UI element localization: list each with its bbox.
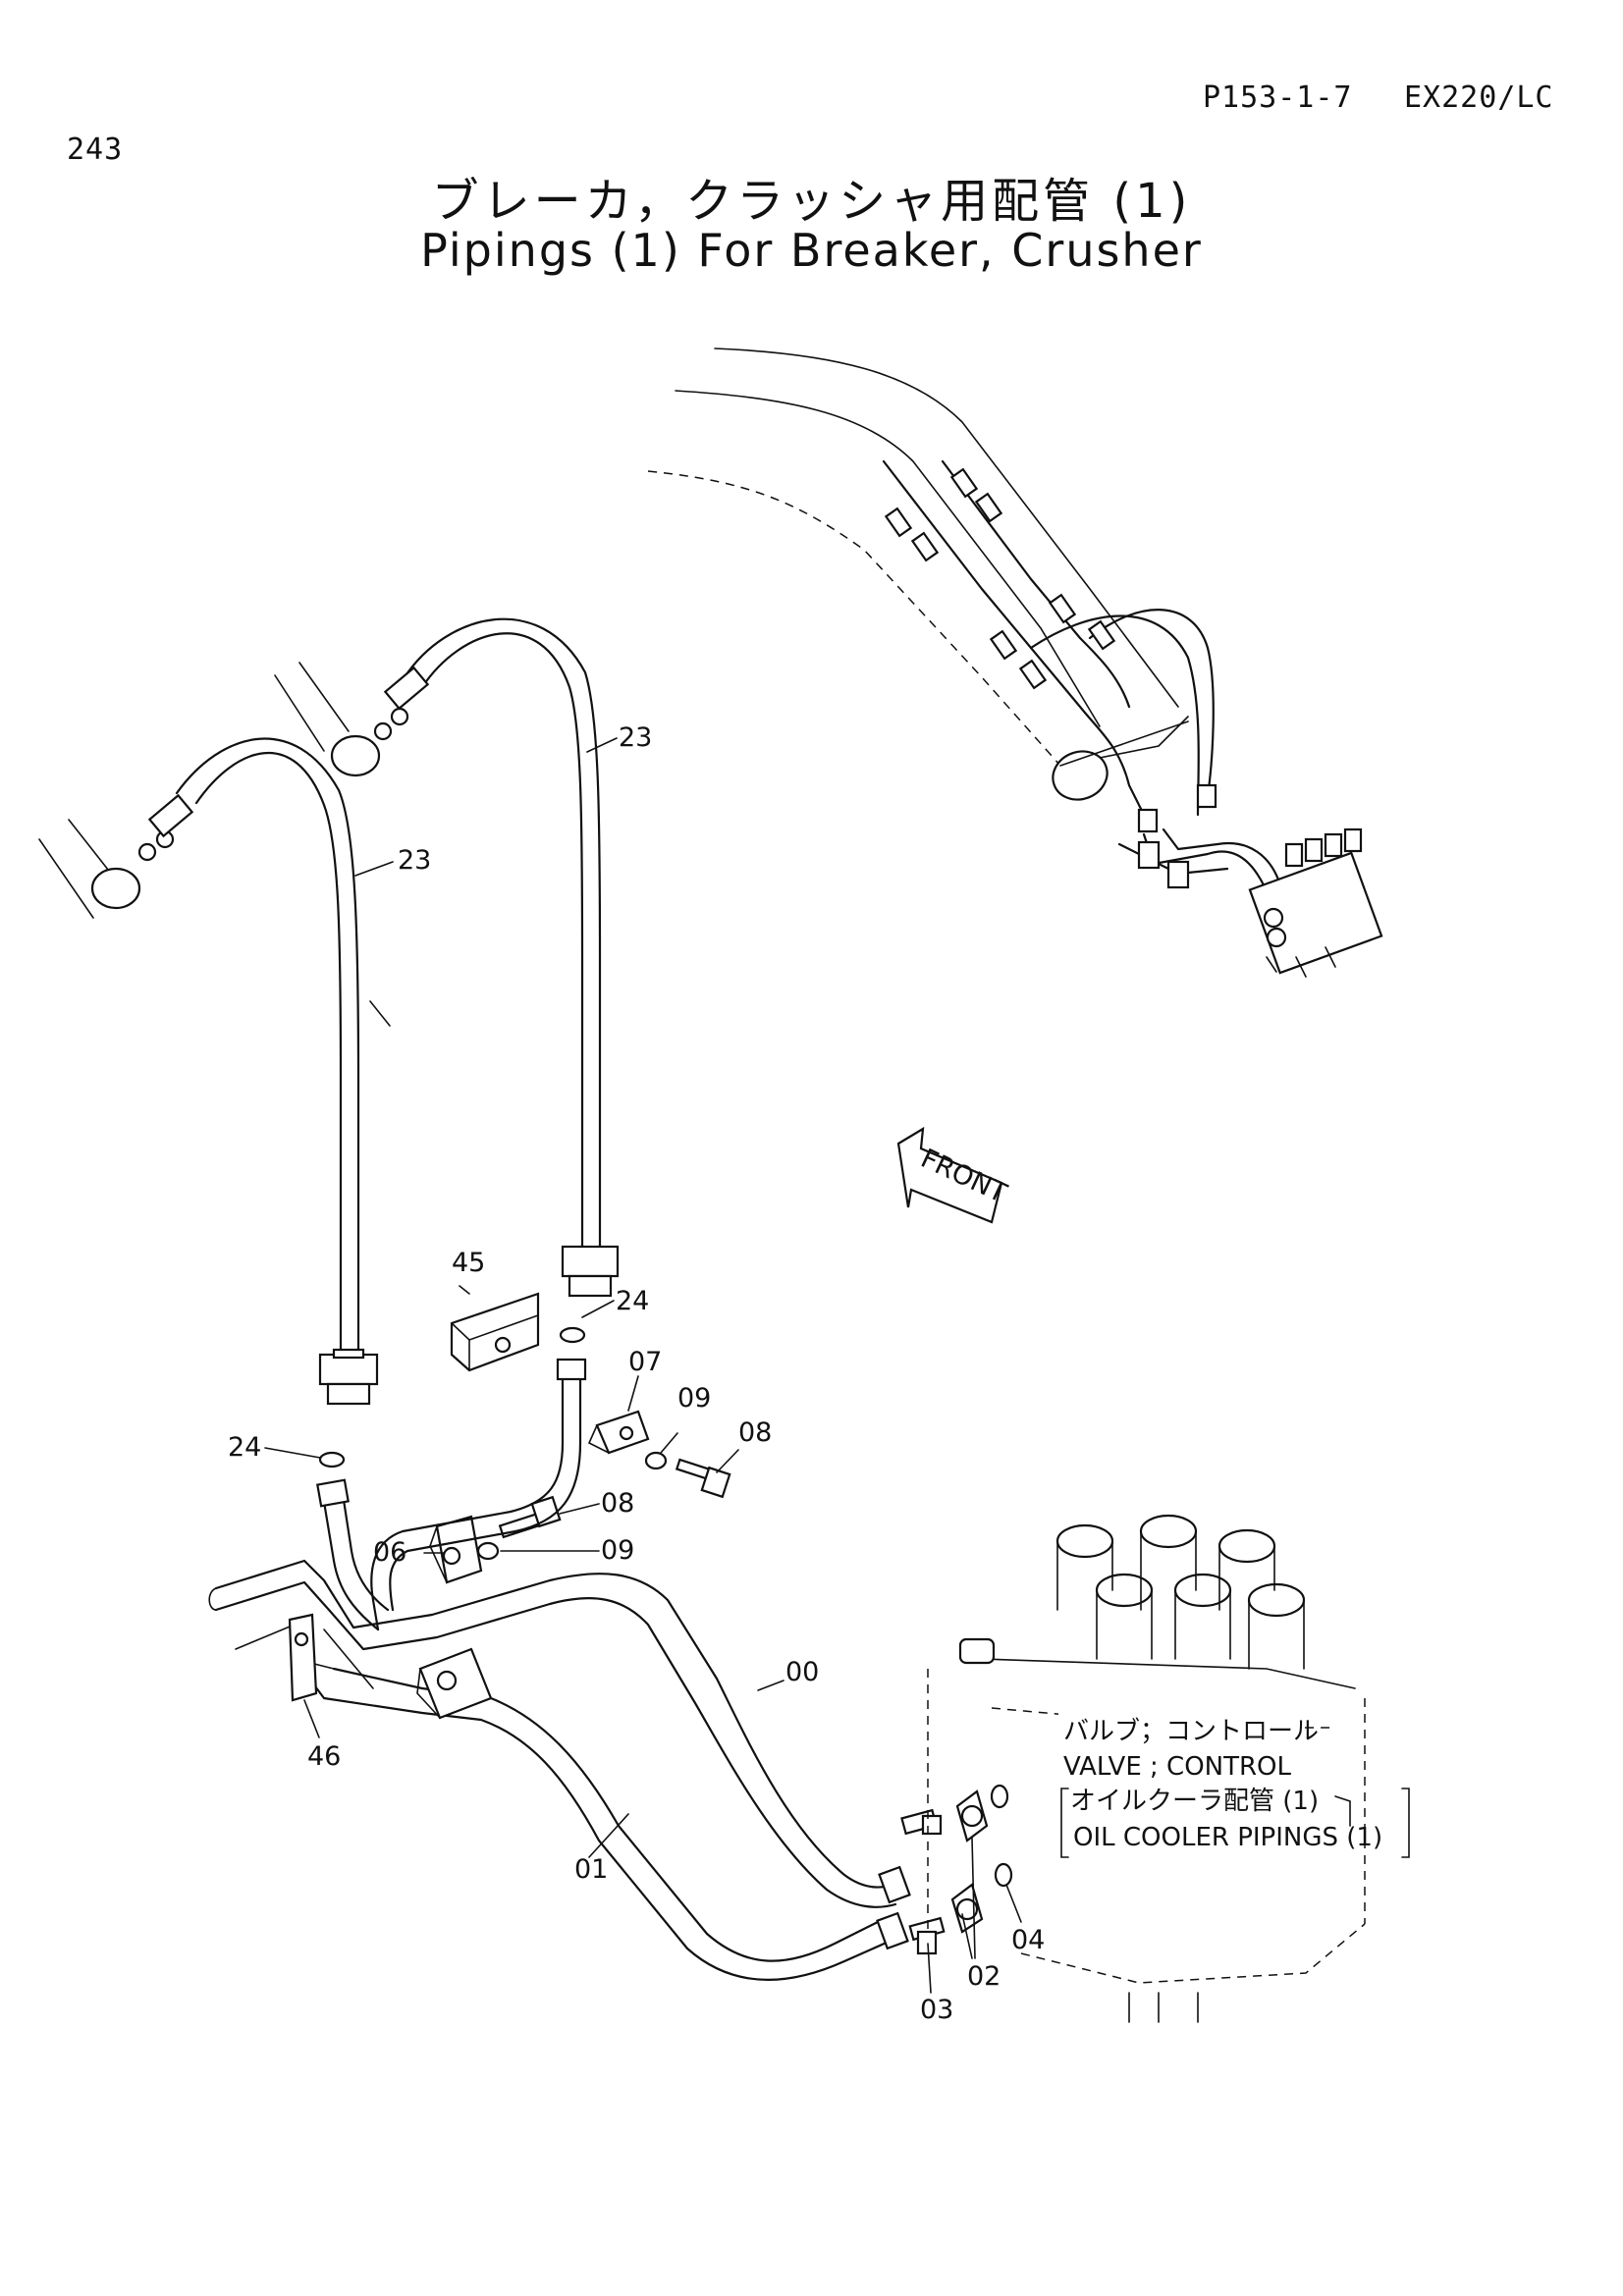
o-ring-24-right [559,1326,586,1344]
part-label-23-left: 23 [398,845,431,876]
leader-lines [264,737,1022,1994]
page-number: 243 [67,133,124,167]
part-label-08-upper: 08 [738,1417,772,1448]
callout-cooler-en: OIL COOLER PIPINGS (1) [1073,1823,1382,1852]
callout-valve-ja: バルブ；コントロール [1063,1717,1319,1746]
part-label-08-lower: 08 [601,1488,634,1519]
clamp-06 [429,1515,483,1584]
boom-pipe-lines [882,459,1283,939]
reference-code: P153-1-7 [1203,80,1353,115]
part-label-06: 06 [373,1537,406,1568]
title-english: Pipings (1) For Breaker, Crusher [420,224,1203,277]
part-label-02: 02 [967,1961,1001,1992]
pipe-left-stub [316,1478,390,1631]
clamp-07 [587,1410,650,1455]
bolt-08-upper [675,1458,731,1499]
pipe-small-junction [370,1358,587,1631]
title-japanese: ブレーカ，クラッシャ用配管 (1) [431,174,1192,229]
hose-23-right [330,617,620,1298]
valve-callout: バルブ；コントロール VALVE ; CONTROL オイルクーラ配管 (1) … [1058,1713,1410,1860]
washer-09-lower [476,1541,500,1561]
bracket-right [1401,1788,1410,1858]
part-label-07: 07 [628,1347,662,1377]
pipe-00 [208,1559,897,1908]
callout-valve-en: VALVE ; CONTROL [1063,1752,1292,1782]
part-label-09-lower: 09 [601,1535,634,1566]
part-label-24-left: 24 [228,1432,261,1463]
part-label-46: 46 [307,1741,341,1772]
pipe-cross-block [416,1647,493,1720]
part-label-03: 03 [920,1995,953,2025]
part-label-01: 01 [574,1854,608,1885]
part-label-23-right: 23 [619,722,652,753]
hose-23-left [38,662,379,1406]
front-direction-arrow: FRONT [896,1126,1011,1224]
block-46 [288,1613,318,1702]
bracket-left [1060,1788,1069,1858]
o-ring-24-left [318,1451,346,1468]
part-label-24-right: 24 [616,1286,649,1316]
part-label-45: 45 [452,1248,485,1278]
block-45 [450,1292,540,1372]
part-label-00: 00 [785,1657,819,1687]
control-valve-small [1248,828,1383,978]
control-valve-large [927,1514,1366,2023]
boom-arm [647,347,1189,801]
pipe-flanges [876,1784,1013,1955]
part-label-04: 04 [1011,1925,1045,1955]
model-code: EX220/LC [1404,80,1554,115]
callout-cooler-ja: オイルクーラ配管 (1) [1070,1787,1319,1816]
part-label-09-upper: 09 [677,1383,711,1414]
washer-09-upper [644,1451,668,1470]
